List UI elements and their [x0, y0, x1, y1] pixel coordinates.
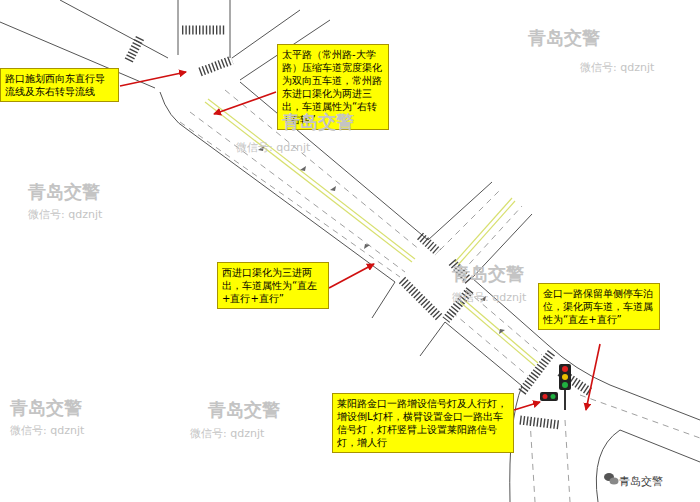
watermark: 微信号: qdznjt [452, 290, 526, 305]
watermark: 青岛交警 [452, 262, 524, 286]
callout-text: 莱阳路金口一路增设信号灯及人行灯，增设倒L灯杆，横臂设置金口一路出车信号灯，灯杆… [337, 397, 509, 449]
watermark: 微信号: qdznjt [580, 60, 654, 75]
callout-text: 金口一路保留单侧停车泊位，渠化两车道，车道属性为“直左+直行” [543, 287, 655, 326]
callout-box: 西进口渠化为三进两出，车道属性为“直左+直行+直行” [217, 262, 329, 309]
watermark: 青岛交警 [282, 110, 354, 134]
callout-box: 路口施划西向东直行导流线及东右转导流线 [0, 68, 119, 102]
watermark: 微信号: qdznjt [190, 426, 264, 441]
watermark: 青岛交警 [208, 398, 280, 422]
watermark: 微信号: qdznjt [28, 207, 102, 222]
watermark: 青岛交警 [528, 26, 600, 50]
callout-box: 莱阳路金口一路增设信号灯及人行灯，增设倒L灯杆，横臂设置金口一路出车信号灯，灯杆… [332, 393, 514, 453]
source-mark: 青岛交警 [619, 474, 663, 489]
watermark: 微信号: qdznjt [236, 140, 310, 155]
watermark: 微信号: qdznjt [10, 423, 84, 438]
watermark: 青岛交警 [28, 180, 100, 204]
callout-text: 路口施划西向东直行导流线及东右转导流线 [5, 72, 114, 98]
callout-box: 金口一路保留单侧停车泊位，渠化两车道，车道属性为“直左+直行” [538, 283, 660, 330]
callout-text: 西进口渠化为三进两出，车道属性为“直左+直行+直行” [222, 266, 324, 305]
watermark: 青岛交警 [10, 396, 82, 420]
